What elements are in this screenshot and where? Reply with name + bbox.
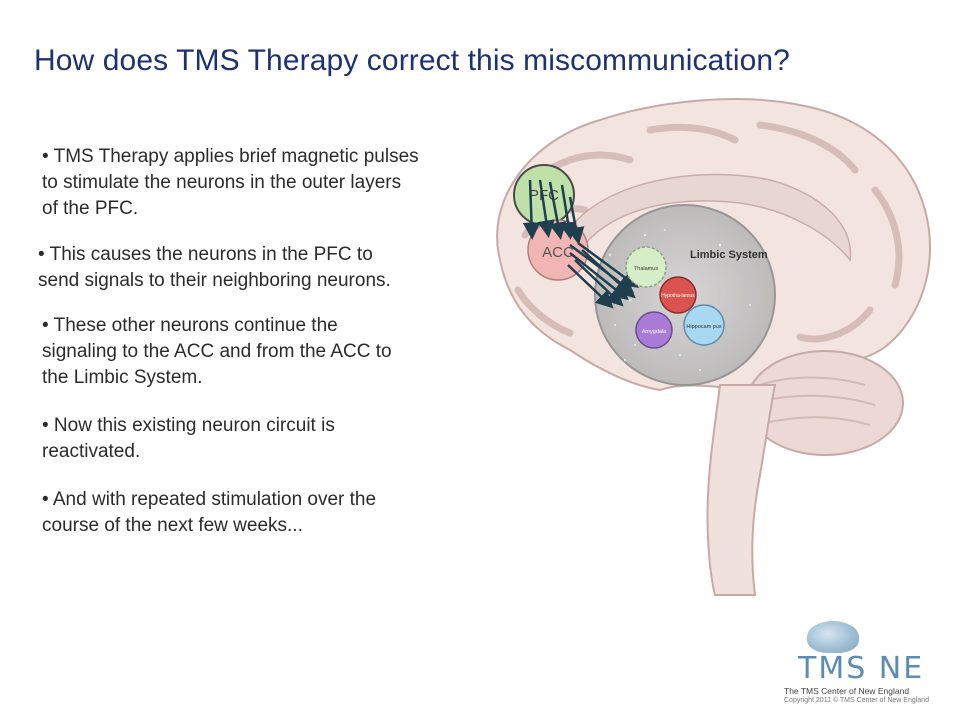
amygdala-node xyxy=(635,311,673,349)
logo-name: TMS NE xyxy=(798,651,925,686)
bullet-5: • And with repeated stimulation over the… xyxy=(42,489,377,536)
bullet-1: • TMS Therapy applies brief magnetic pul… xyxy=(42,146,419,219)
bullet-3: • These other neurons continue the signa… xyxy=(42,315,392,388)
bullet-2: • This causes the neurons in the PFC to … xyxy=(38,244,391,291)
thalamus-node xyxy=(625,246,667,288)
gyri-folds xyxy=(514,121,903,343)
copyright: Copyright 2011 © TMS Center of New Engla… xyxy=(784,697,929,704)
thalamus-label: Thalamus xyxy=(634,266,658,272)
hypothalamus-label: Hypotha-lamus xyxy=(661,293,695,299)
logo-subtitle: The TMS Center of New England xyxy=(784,686,910,696)
brain-logo-icon xyxy=(807,621,859,653)
hypothalamus-node xyxy=(659,276,697,314)
corpus-callosum xyxy=(564,173,852,262)
bullet-4: • Now this existing neuron circuit is re… xyxy=(42,415,335,462)
brain-stem xyxy=(706,384,777,596)
hippocampus-label: Hippocam pus xyxy=(686,324,721,330)
amygdala-label: Amygdala xyxy=(642,329,667,335)
tms-ne-logo: TMS NE The TMS Center of New England xyxy=(780,615,950,705)
signal-arrows xyxy=(522,179,640,309)
brain-diagram: PFC ACC Limbic System Thalamus Hypotha-l… xyxy=(496,98,932,596)
acc-label: ACC xyxy=(542,244,574,261)
limbic-label: Limbic System xyxy=(690,249,768,261)
slide-title: How does TMS Therapy correct this miscom… xyxy=(34,44,790,77)
hippocampus-node xyxy=(683,304,725,346)
